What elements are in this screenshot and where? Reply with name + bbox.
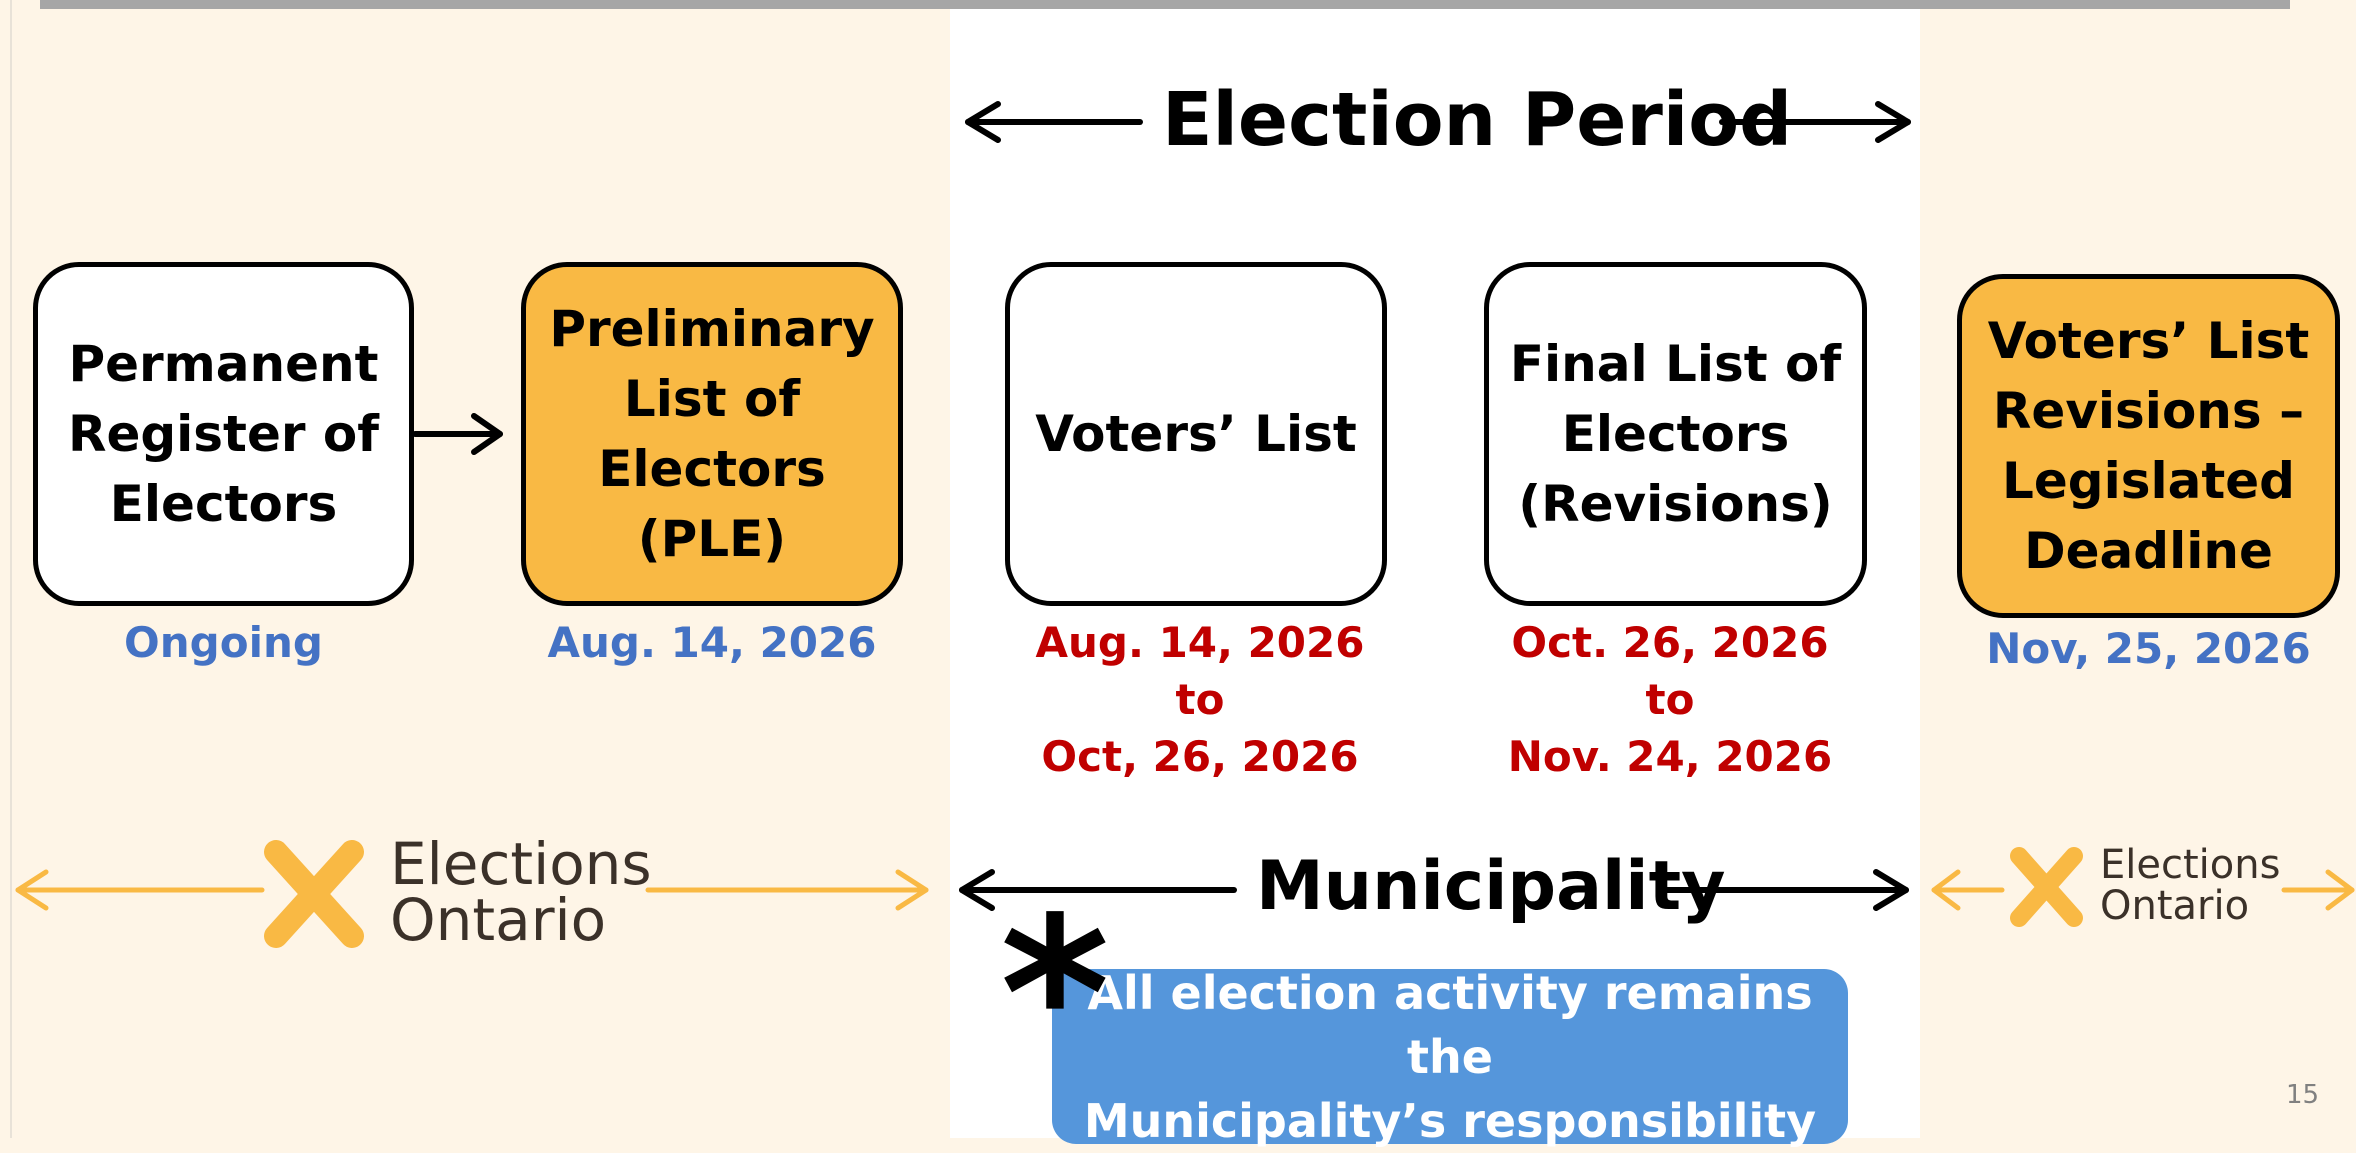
date-line: Oct, 26, 2026	[1041, 732, 1359, 781]
box-line: Permanent	[68, 335, 379, 393]
top-rule	[40, 0, 2290, 9]
preliminary-list-box: Preliminary List of Electors (PLE)	[521, 262, 903, 606]
municipality-heading: Municipality	[1256, 847, 1726, 926]
election-period-heading: Election Period	[1162, 77, 1793, 163]
box-line: (PLE)	[637, 510, 787, 568]
register-date: Ongoing	[33, 614, 414, 671]
responsibility-callout: All election activity remains the Munici…	[1052, 966, 1848, 1148]
box-line: List of	[623, 370, 801, 428]
voters-list-date-range: Aug. 14, 2026 to Oct, 26, 2026	[1005, 614, 1395, 785]
callout-line-1: All election activity remains the	[1087, 965, 1813, 1084]
elections-ontario-logo-right: Elections Ontario	[2100, 845, 2280, 927]
asterisk-icon: *	[1000, 872, 1110, 1117]
box-line: Revisions –	[1992, 382, 2305, 440]
elections-ontario-right-arrow	[1931, 869, 2355, 911]
register-to-ple-arrow	[412, 413, 503, 455]
deadline-date: Nov, 25, 2026	[1957, 620, 2340, 677]
voters-list-box: Voters’ List	[1005, 262, 1387, 606]
page-number: 15	[2286, 1080, 2320, 1110]
box-line: Electors	[1561, 405, 1790, 463]
logo-line: Ontario	[390, 886, 607, 954]
box-line: Preliminary	[549, 300, 875, 358]
date-line: to	[1175, 675, 1225, 724]
date-line: Ongoing	[124, 618, 323, 667]
date-line: Oct. 26, 2026	[1511, 618, 1829, 667]
logo-line: Ontario	[2100, 883, 2250, 929]
elections-ontario-logo-left: Elections Ontario	[390, 830, 652, 954]
logo-line: Elections	[2100, 842, 2281, 888]
box-line: Voters’ List	[1035, 405, 1357, 463]
x-mark-icon	[2010, 847, 2083, 927]
date-line: Nov. 24, 2026	[1507, 732, 1833, 781]
permanent-register-box: Permanent Register of Electors	[33, 262, 414, 606]
date-line: to	[1645, 675, 1695, 724]
election-period-arrow	[965, 101, 1911, 143]
final-list-date-range: Oct. 26, 2026 to Nov. 24, 2026	[1475, 614, 1865, 785]
legislated-deadline-box: Voters’ List Revisions – Legislated Dead…	[1957, 274, 2340, 618]
logo-line: Elections	[390, 830, 652, 898]
box-line: Deadline	[2024, 522, 2273, 580]
ple-date: Aug. 14, 2026	[521, 614, 903, 671]
box-line: Electors	[598, 440, 826, 498]
final-list-box: Final List of Electors (Revisions)	[1484, 262, 1867, 606]
date-line: Aug. 14, 2026	[1035, 618, 1365, 667]
callout-line-2: Municipality’s responsibility	[1083, 1093, 1817, 1148]
date-line: Nov, 25, 2026	[1986, 624, 2311, 673]
box-line: (Revisions)	[1518, 475, 1833, 533]
box-line: Electors	[109, 475, 338, 533]
box-line: Register of	[67, 405, 380, 463]
box-line: Voters’ List	[1987, 312, 2310, 370]
date-line: Aug. 14, 2026	[547, 618, 877, 667]
slide-edge-line	[10, 0, 12, 1138]
x-mark-icon	[264, 840, 364, 948]
box-line: Final List of	[1509, 335, 1842, 393]
municipality-arrow	[959, 869, 1909, 911]
elections-ontario-left-arrow	[15, 869, 929, 911]
box-line: Legislated	[2002, 452, 2295, 510]
